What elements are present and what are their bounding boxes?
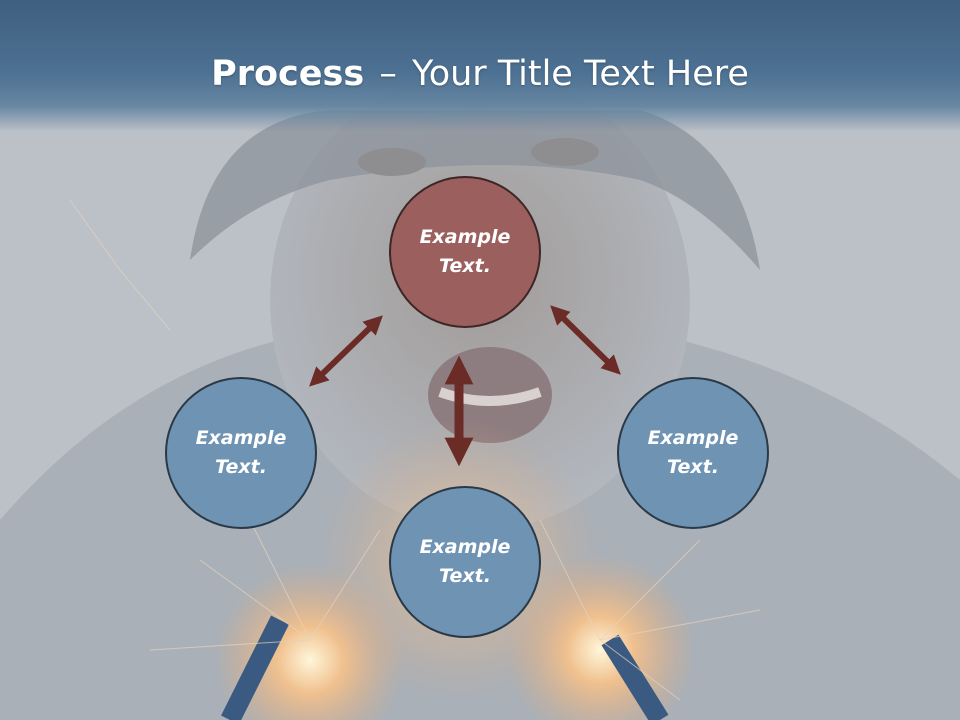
title-bold: Process [211, 54, 365, 94]
node-bottom-label: Example Text. [419, 536, 511, 587]
node-top: Example Text. [389, 176, 541, 328]
node-right-label: Example Text. [647, 427, 739, 478]
node-top-label: Example Text. [419, 226, 511, 277]
title-bar [0, 0, 960, 132]
title-dash: – [379, 54, 397, 94]
slide-title: Process – Your Title Text Here [0, 50, 960, 98]
title-text: Your Title Text Here [411, 54, 749, 94]
node-bottom: Example Text. [389, 486, 541, 638]
node-right: Example Text. [617, 377, 769, 529]
node-left-label: Example Text. [195, 427, 287, 478]
node-left: Example Text. [165, 377, 317, 529]
